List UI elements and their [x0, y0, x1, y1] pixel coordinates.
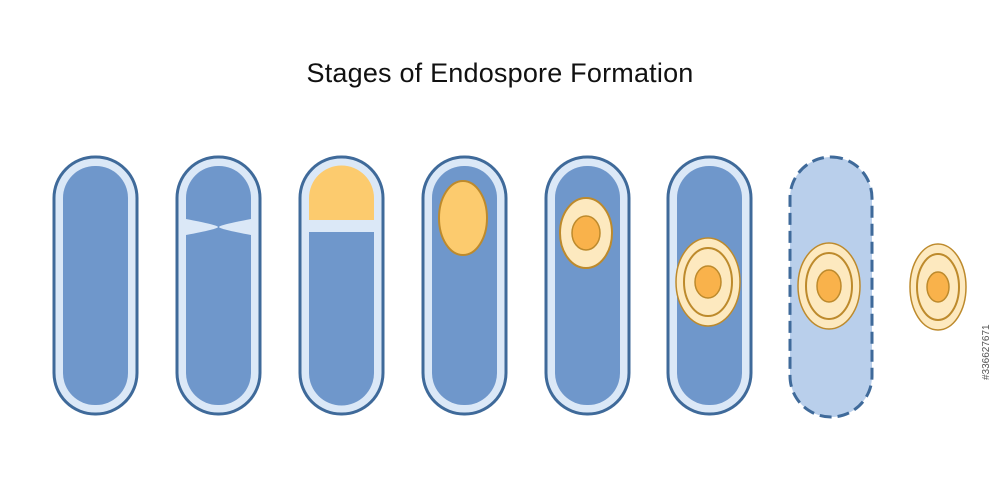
- spore-core: [816, 269, 842, 303]
- stage-free-endospore: [909, 243, 967, 331]
- spore-core: [926, 271, 950, 303]
- spore-core: [571, 215, 601, 251]
- diagram-title: Stages of Endospore Formation: [306, 58, 694, 88]
- stage-forespore-engulfed: [421, 155, 508, 416]
- stage-cortex-forming: [544, 155, 631, 416]
- stage-coat-forming: [666, 155, 753, 416]
- forespore: [309, 165, 374, 220]
- stage-vegetative-cell: [52, 155, 139, 416]
- stage-cell-lysing: [788, 155, 874, 419]
- stage-forespore-separated: [298, 155, 385, 416]
- stage-septum-forming: [175, 155, 262, 416]
- mother-cell-cytoplasm: [309, 232, 374, 406]
- septum-right: [219, 219, 251, 235]
- spore-core: [694, 265, 722, 299]
- septum-left: [186, 219, 218, 235]
- engulfed-forespore: [438, 180, 488, 256]
